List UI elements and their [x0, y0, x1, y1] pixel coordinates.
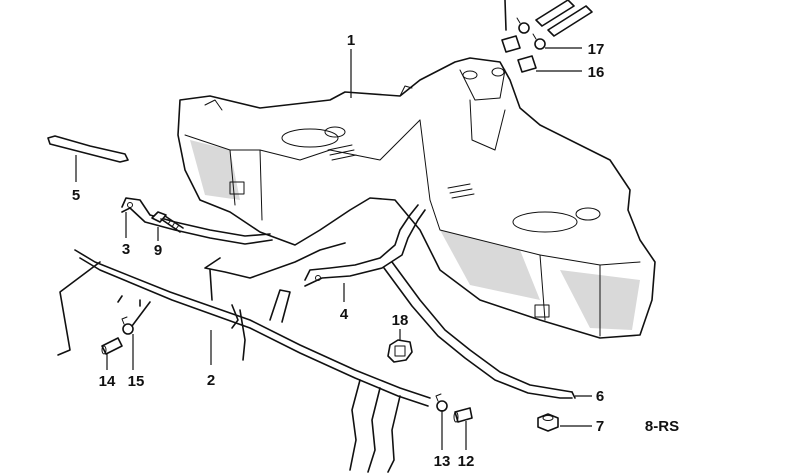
callout-4: 4	[340, 306, 349, 323]
hose-clamp-13-part	[435, 393, 448, 412]
diagram-code: 8-RS	[645, 418, 679, 435]
callout-13: 13	[434, 453, 451, 470]
callout-2: 2	[207, 372, 215, 389]
callout-14: 14	[99, 373, 116, 390]
insulation-pad-part	[47, 135, 129, 163]
callout-3: 3	[122, 241, 130, 258]
fuel-tank-part	[177, 57, 656, 339]
bolt-part	[151, 211, 184, 233]
callout-16: 16	[588, 64, 605, 81]
tank-strap-long-part	[383, 261, 576, 399]
clip-part	[387, 339, 413, 363]
hose-clamp-17-part	[516, 17, 546, 50]
hose-pieces-16-part	[501, 0, 593, 73]
callout-6: 6	[596, 388, 604, 405]
callout-7: 7	[596, 418, 604, 435]
fuel-line-assembly-part	[57, 249, 431, 473]
callout-15: 15	[128, 373, 145, 390]
callout-12: 12	[458, 453, 475, 470]
callout-17: 17	[588, 41, 605, 58]
nut-part	[537, 413, 559, 432]
callout-5: 5	[72, 187, 80, 204]
leader-lines	[75, 47, 592, 450]
hose-piece-part	[453, 407, 473, 423]
hose-clamp-15-part	[121, 316, 134, 335]
callout-1: 1	[347, 32, 355, 49]
hose-piece-14-part	[101, 337, 123, 355]
callout-9: 9	[154, 242, 162, 259]
callout-18: 18	[392, 312, 409, 329]
